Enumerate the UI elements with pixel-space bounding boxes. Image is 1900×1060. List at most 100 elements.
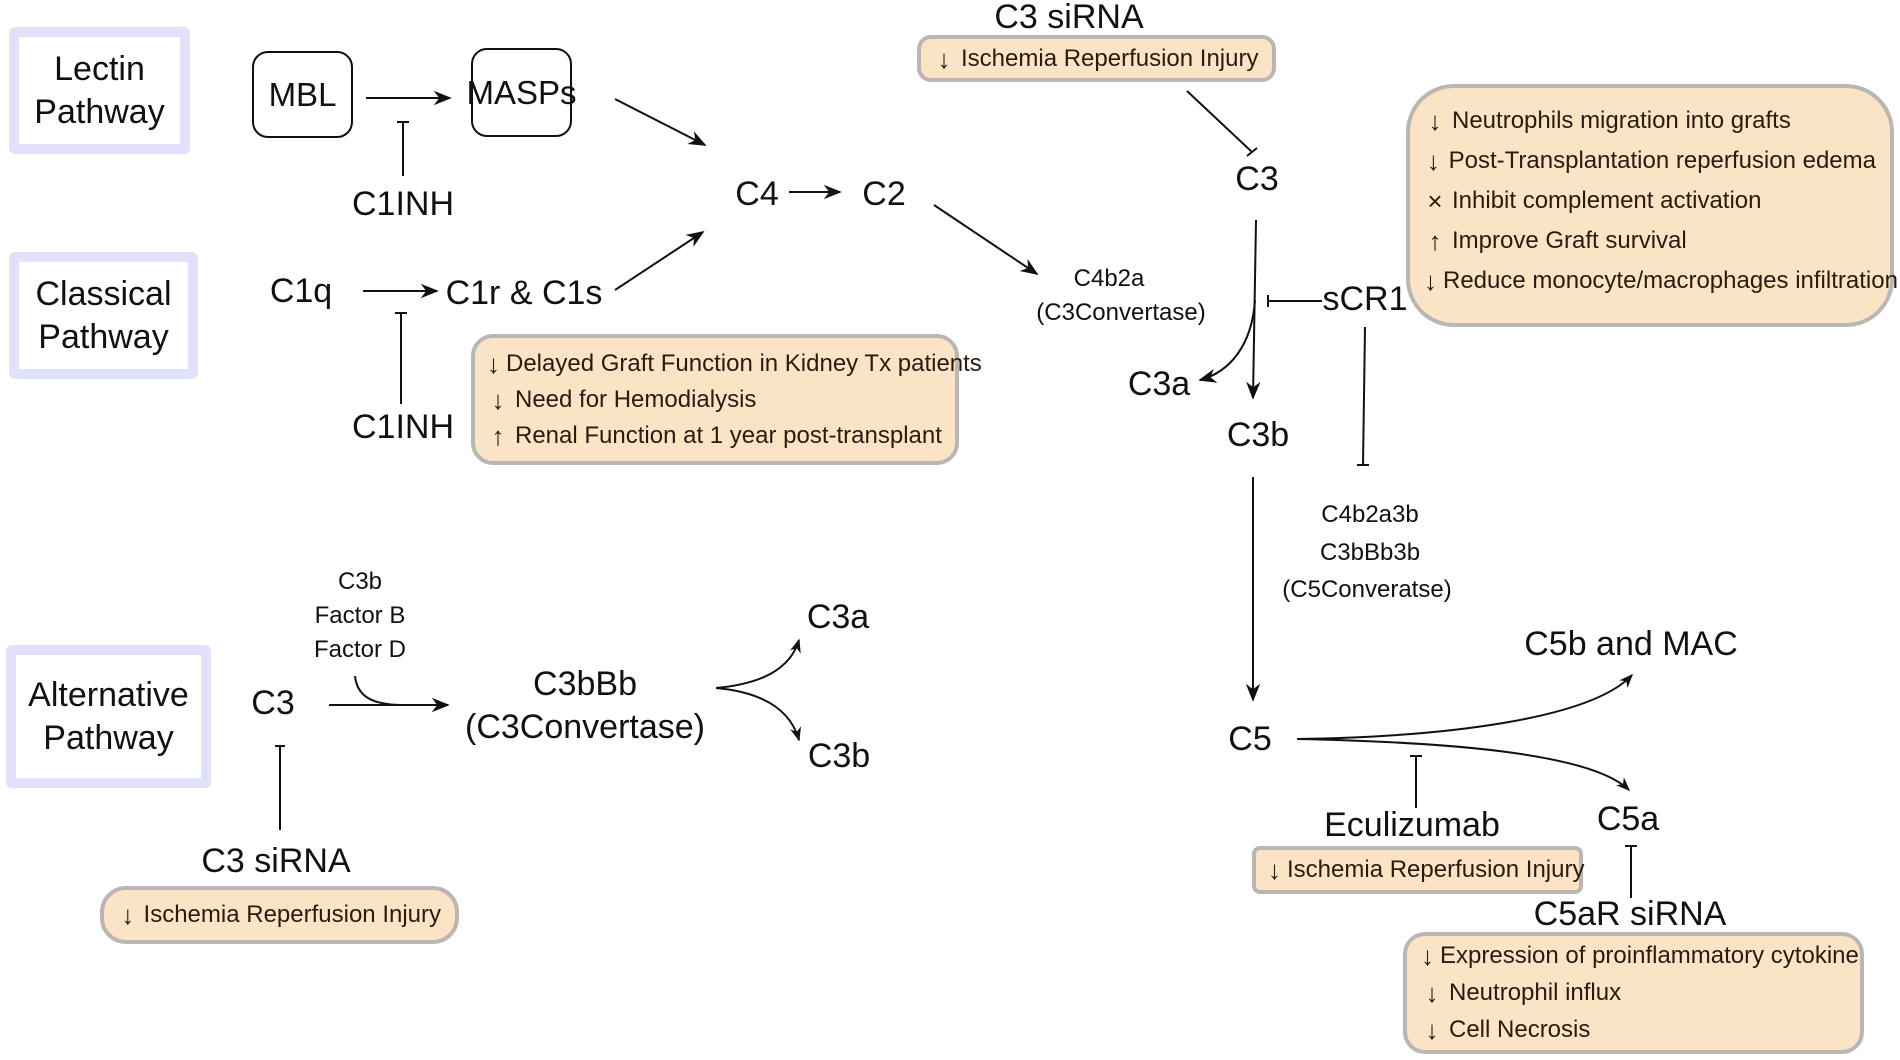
effect-text: Ischemia Reperfusion Injury xyxy=(1287,856,1585,883)
effect-row: ↓ Cell Necrosis xyxy=(1421,1017,1846,1043)
arrow-c1s-c4 xyxy=(614,231,705,291)
c3-label: C3 xyxy=(1235,160,1279,198)
down-arrow-icon: ↓ xyxy=(937,43,951,74)
alt-c3b-label: C3b xyxy=(807,737,871,775)
classical-pathway-label-line2: Pathway xyxy=(38,317,169,356)
c1r-c1s-label: C1r & C1s xyxy=(445,274,603,312)
lectin-pathway-label-line1: Lectin xyxy=(54,50,145,88)
effect-text: Neutrophils migration into grafts xyxy=(1452,107,1791,134)
alternative-pathway-label-line1: Alternative xyxy=(28,676,189,714)
effect-text: Need for Hemodialysis xyxy=(515,385,757,413)
effect-text: Inhibit complement activation xyxy=(1452,187,1762,214)
c3bbb3b-label: C3bBb3b xyxy=(1319,539,1421,566)
arrow-c3-c3a xyxy=(1198,299,1256,383)
c5-convertase-label: (C5Converatse) xyxy=(1282,576,1452,603)
alt-factor-d-label: Factor D xyxy=(313,636,407,663)
c3-sirna-bottom-effects-box: ↓ Ischemia Reperfusion Injury xyxy=(100,886,459,944)
down-arrow-icon: ↓ xyxy=(1424,266,1437,296)
c4b2a-label: C4b2a xyxy=(1073,265,1145,292)
c3a-label: C3a xyxy=(1127,365,1191,403)
down-arrow-icon: ↓ xyxy=(1426,146,1440,176)
arrow-masps-c4 xyxy=(614,98,707,146)
lectin-pathway-label-line2: Pathway xyxy=(34,92,165,131)
effect-row: × Inhibit complement activation xyxy=(1424,188,1876,214)
effect-row: ↓ Ischemia Reperfusion Injury xyxy=(933,46,1260,72)
arrow-c3bbb-c3b xyxy=(715,687,801,742)
inhibit-scr1-c5conv xyxy=(1362,326,1366,466)
c1q-label: C1q xyxy=(269,272,333,310)
classical-pathway-label-line1: Classical xyxy=(35,275,172,313)
effect-text: Ischemia Reperfusion Injury xyxy=(961,44,1259,72)
c5ar-sirna-label: C5aR siRNA xyxy=(1533,895,1727,933)
effect-text: Improve Graft survival xyxy=(1452,227,1687,254)
c3bbb-convertase-label: (C3Convertase) xyxy=(465,708,705,746)
effect-row: ↓ Neutrophil influx xyxy=(1421,980,1846,1006)
c5a-label: C5a xyxy=(1596,800,1660,838)
arrow-c2-c4b2a xyxy=(933,204,1039,276)
alt-c3a-label: C3a xyxy=(806,598,870,636)
c5ar-sirna-effects-box: ↓ Expression of proinflammatory cytokine… xyxy=(1403,932,1864,1054)
c3b-label: C3b xyxy=(1226,416,1290,454)
c3-convertase-label: (C3Convertase) xyxy=(1036,299,1206,326)
effect-text: Reduce monocyte/macrophages infiltration xyxy=(1443,267,1898,294)
factors-join-curve xyxy=(354,675,404,706)
c1inh-effects-box: ↓ Delayed Graft Function in Kidney Tx pa… xyxy=(471,334,982,465)
down-arrow-icon: ↓ xyxy=(121,900,135,930)
down-arrow-icon: ↓ xyxy=(1421,941,1434,971)
masps-node: MASPs xyxy=(466,48,577,137)
c2-label: C2 xyxy=(862,175,906,213)
c1inh-classical-label: C1INH xyxy=(351,408,455,446)
effect-row: ↑ Renal Function at 1 year post-transpla… xyxy=(487,423,945,449)
c3bbb-label: C3bBb xyxy=(533,665,637,703)
mbl-label: MBL xyxy=(268,75,337,113)
effect-row: ↓ Reduce monocyte/macrophages infiltrati… xyxy=(1424,266,1898,296)
arrow-c3bbb-c3a xyxy=(715,638,801,689)
mbl-node: MBL xyxy=(252,51,353,138)
scr1-label: sCR1 xyxy=(1322,280,1408,318)
inhibit-bar xyxy=(1246,147,1258,157)
arrow-c5-c5b xyxy=(1296,673,1633,740)
masps-label: MASPs xyxy=(466,73,577,111)
c4b2a3b-label: C4b2a3b xyxy=(1321,501,1419,528)
effect-row: ↓ Ischemia Reperfusion Injury xyxy=(118,902,441,928)
c3-sirna-top-effects-box: ↓ Ischemia Reperfusion Injury xyxy=(917,35,1276,82)
c3-sirna-bottom-label: C3 siRNA xyxy=(201,842,351,880)
scr1-effects-box: ↓ Neutrophils migration into grafts ↓ Po… xyxy=(1406,84,1898,327)
effect-text: Neutrophil influx xyxy=(1449,979,1622,1006)
alt-factor-b-label: Factor B xyxy=(314,602,406,629)
up-arrow-icon: ↑ xyxy=(1428,226,1442,256)
alternative-pathway-box: Alternative Pathway xyxy=(6,645,211,788)
down-arrow-icon: ↓ xyxy=(1425,978,1439,1008)
effect-text: Renal Function at 1 year post-transplant xyxy=(515,421,942,449)
eculizumab-effects-box: ↓ Ischemia Reperfusion Injury xyxy=(1252,846,1584,894)
c1inh-lectin-label: C1INH xyxy=(351,185,455,223)
effect-text: Ischemia Reperfusion Injury xyxy=(143,901,441,928)
eculizumab-label: Eculizumab xyxy=(1324,806,1500,844)
down-arrow-icon: ↓ xyxy=(491,384,505,415)
alternative-pathway-label-line2: Pathway xyxy=(43,718,174,757)
cross-icon: × xyxy=(1427,186,1443,216)
down-arrow-icon: ↓ xyxy=(487,348,500,379)
effect-row: ↑ Improve Graft survival xyxy=(1424,228,1876,254)
classical-pathway-box: Classical Pathway xyxy=(9,252,198,379)
c5b-mac-label: C5b and MAC xyxy=(1524,625,1738,663)
alt-c3-label: C3 xyxy=(251,684,295,722)
effect-text: Cell Necrosis xyxy=(1449,1016,1591,1043)
lectin-pathway-box: Lectin Pathway xyxy=(9,27,190,154)
c3-sirna-top-label: C3 siRNA xyxy=(994,0,1144,36)
effect-row: ↓ Post-Transplantation reperfusion edema xyxy=(1424,148,1876,174)
c4-label: C4 xyxy=(735,175,779,213)
effect-row: ↓ Ischemia Reperfusion Injury xyxy=(1268,855,1584,885)
down-arrow-icon: ↓ xyxy=(1268,855,1281,885)
effect-row: ↓ Neutrophils migration into grafts xyxy=(1424,108,1876,134)
down-arrow-icon: ↓ xyxy=(1428,106,1442,136)
c5-label: C5 xyxy=(1228,720,1272,758)
effect-text: Delayed Graft Function in Kidney Tx pati… xyxy=(506,349,982,377)
inhibit-c3sirna-c3 xyxy=(1186,90,1253,153)
effect-row: ↓ Delayed Graft Function in Kidney Tx pa… xyxy=(487,348,982,379)
effect-row: ↓ Need for Hemodialysis xyxy=(487,387,945,413)
effect-text: Expression of proinflammatory cytokine xyxy=(1440,942,1859,969)
effect-text: Post-Transplantation reperfusion edema xyxy=(1448,147,1876,174)
effect-row: ↓ Expression of proinflammatory cytokine xyxy=(1421,941,1859,971)
